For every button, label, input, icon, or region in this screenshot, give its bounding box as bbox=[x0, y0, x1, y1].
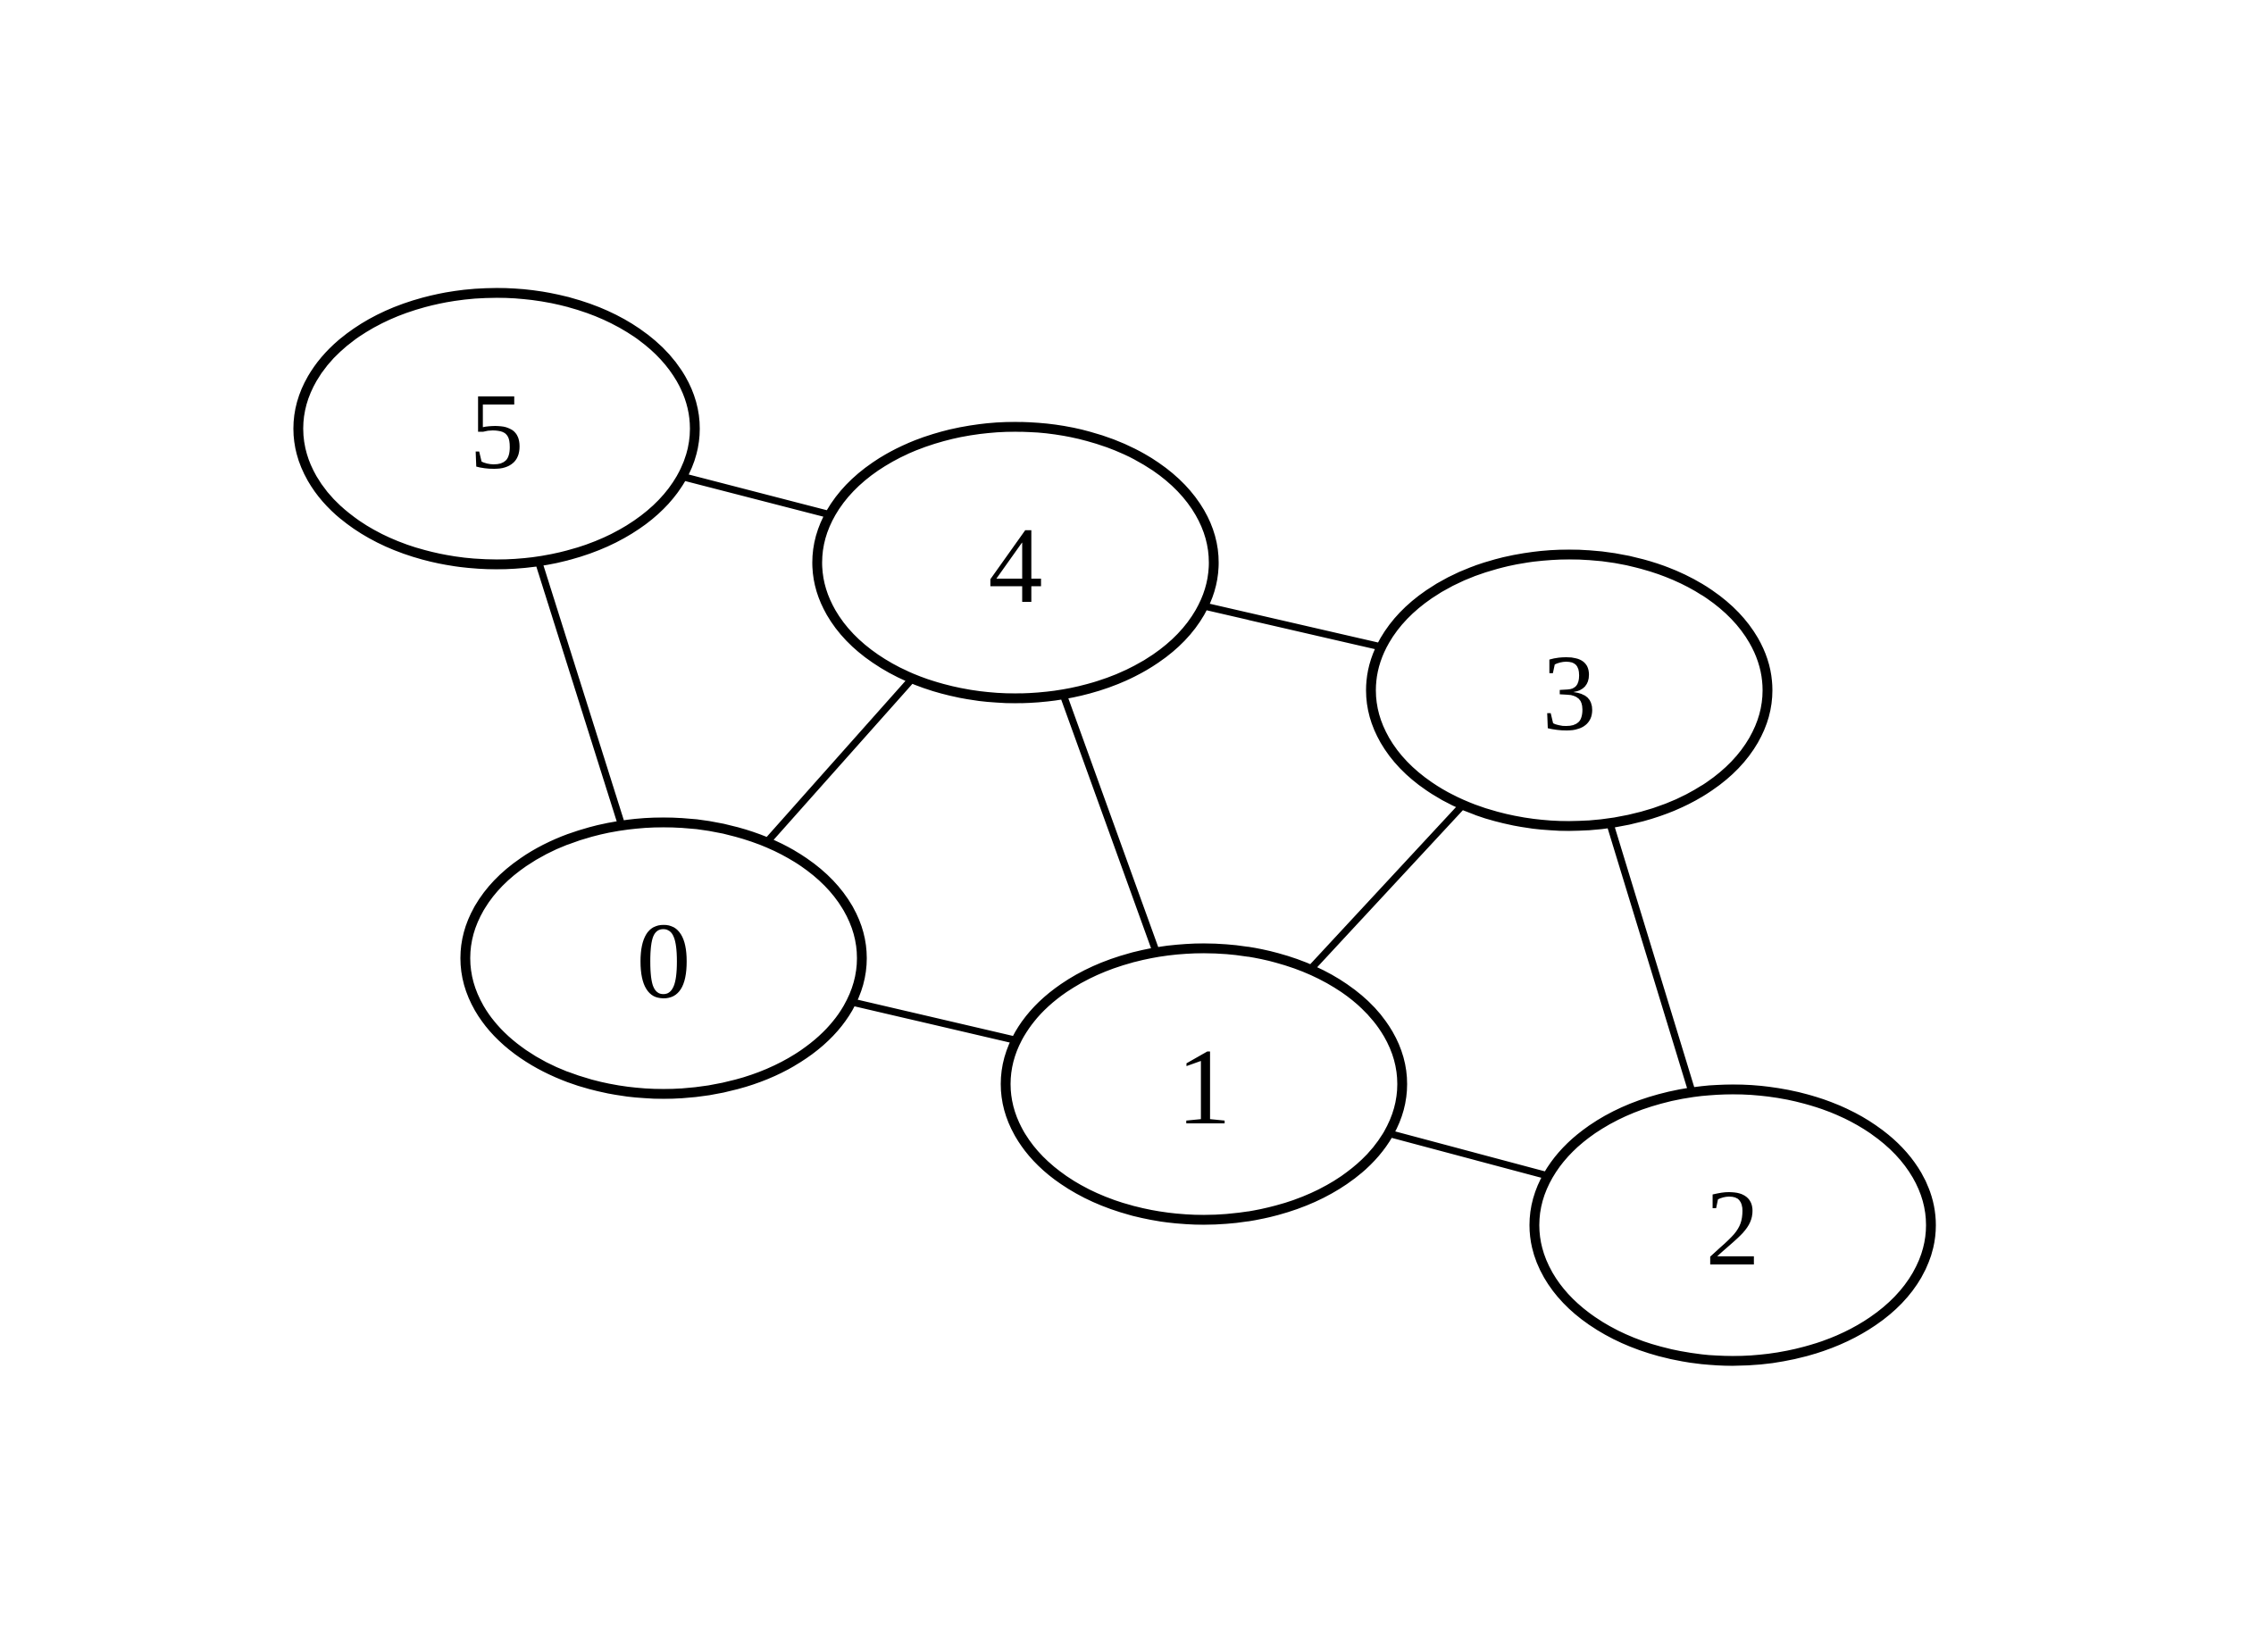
node-ellipse-2 bbox=[1529, 1084, 1936, 1366]
node-ellipse-4 bbox=[812, 421, 1219, 704]
nodes-layer: 5 4 3 0 1 2 bbox=[293, 288, 1936, 1366]
node-label-4: 4 bbox=[989, 505, 1043, 626]
graph-node-4: 4 bbox=[812, 421, 1219, 704]
graph-node-0: 0 bbox=[460, 817, 867, 1099]
graph-node-3: 3 bbox=[1366, 549, 1773, 831]
node-label-1: 1 bbox=[1177, 1027, 1232, 1147]
node-ellipse-5 bbox=[293, 288, 700, 570]
node-ellipse-1 bbox=[1000, 943, 1408, 1225]
graph-node-1: 1 bbox=[1000, 943, 1408, 1225]
node-ellipse-0 bbox=[460, 817, 867, 1099]
node-ellipse-3 bbox=[1366, 549, 1773, 831]
node-label-2: 2 bbox=[1706, 1168, 1760, 1289]
graph-node-2: 2 bbox=[1529, 1084, 1936, 1366]
node-label-5: 5 bbox=[470, 371, 524, 492]
graph-node-5: 5 bbox=[293, 288, 700, 570]
node-label-0: 0 bbox=[637, 901, 691, 1022]
node-label-3: 3 bbox=[1542, 633, 1597, 754]
